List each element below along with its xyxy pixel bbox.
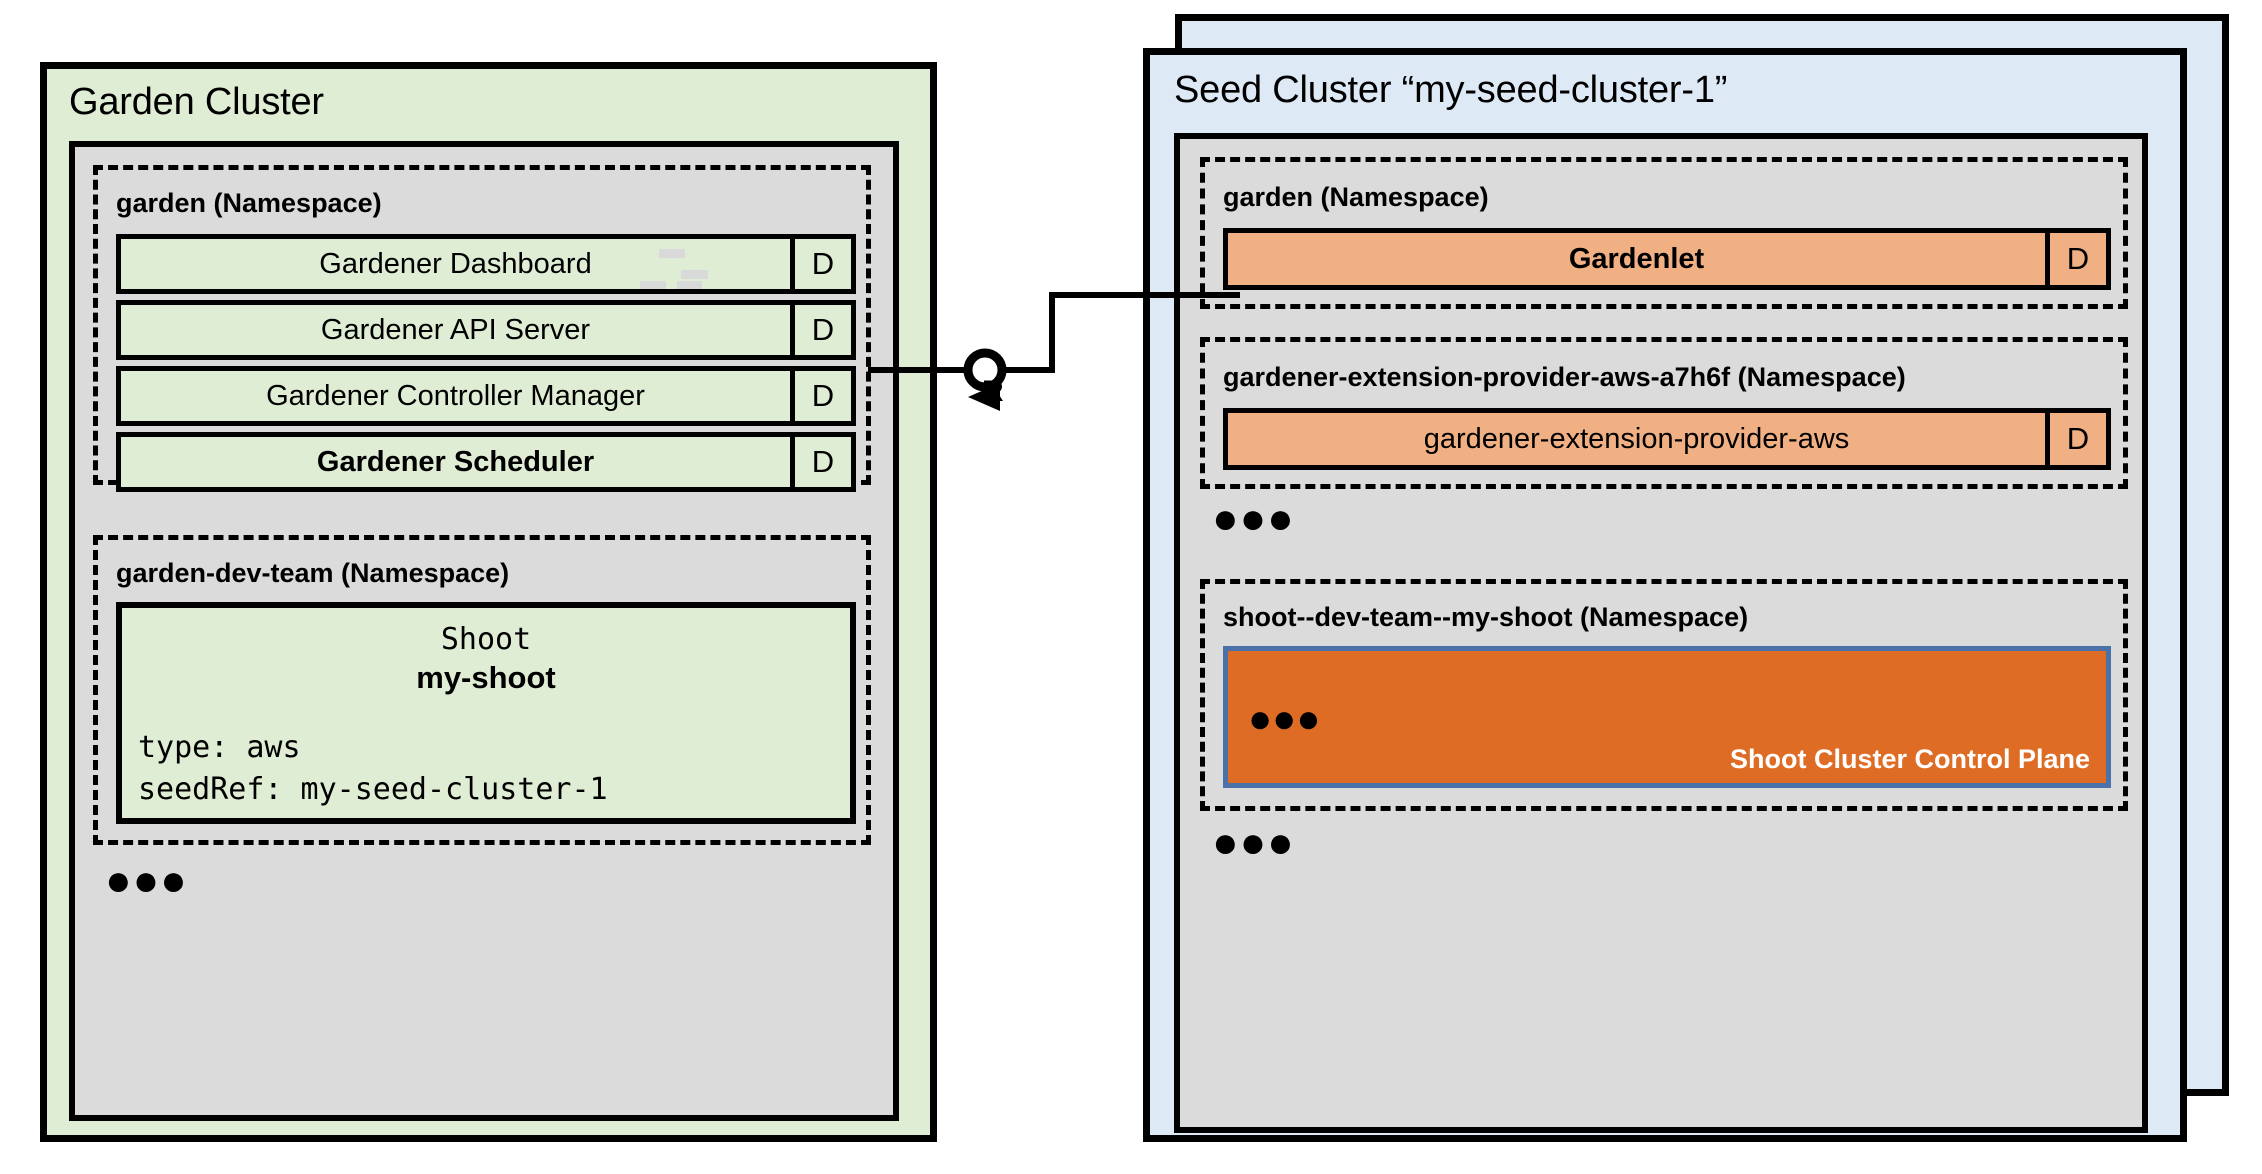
shoot-resource-spec-type: type: aws [138,730,301,765]
garden-cluster-box[interactable]: Garden Cluster garden (Namespace) Garden… [40,62,937,1142]
dashboard-artifact-2 [681,270,708,279]
component-gardenlet-kind-badge: D [2045,233,2106,285]
dashboard-artifact-4 [640,281,666,289]
garden-cluster-title: Garden Cluster [69,81,324,123]
component-gardener-controller-manager-kind-badge: D [790,371,851,421]
shoot-resource-name: my-shoot [416,660,556,695]
seed-ellipsis-middle: ●●● [1212,494,1295,543]
component-gardenlet-label: Gardenlet [1568,242,1705,275]
component-gardener-api-server-label: Gardener API Server [320,313,591,346]
seed-ellipsis-bottom: ●●● [1212,818,1295,867]
shoot-resource-kind: Shoot [440,622,532,657]
component-gardener-scheduler-label: Gardener Scheduler [316,445,595,478]
component-gardenlet[interactable]: Gardenlet D [1223,228,2111,290]
seed-cluster-title: Seed Cluster “my-seed-cluster-1” [1174,69,1728,111]
seed-namespace-garden[interactable]: garden (Namespace) Gardenlet D [1200,157,2128,309]
seed-namespace-garden-title: garden (Namespace) [1223,182,1489,212]
component-gardener-controller-manager-label: Gardener Controller Manager [266,379,645,412]
seed-namespace-extension-provider-aws[interactable]: gardener-extension-provider-aws-a7h6f (N… [1200,337,2128,489]
garden-namespace-dev-team-title: garden-dev-team (Namespace) [116,558,510,588]
control-plane-ellipsis: ●●● [1248,697,1321,741]
connector-label-r: R [982,375,1004,408]
seed-namespace-shoot-title: shoot--dev-team--my-shoot (Namespace) [1223,602,1749,632]
component-gardener-dashboard-label: Gardener Dashboard [121,239,790,289]
component-gardener-api-server-kind-badge: D [790,305,851,355]
dashboard-artifact-3 [677,281,702,289]
shoot-resource-card[interactable]: Shoot my-shoot type: aws seedRef: my-see… [116,602,856,824]
garden-ellipsis-bottom: ●●● [105,856,188,905]
seed-node-area: garden (Namespace) Gardenlet D gardener-… [1174,133,2148,1133]
dashboard-artifact-1 [659,249,685,258]
shoot-resource-spec-seedref: seedRef: my-seed-cluster-1 [138,772,608,807]
garden-namespace-dev-team[interactable]: garden-dev-team (Namespace) Shoot my-sho… [93,535,871,845]
seed-namespace-shoot[interactable]: shoot--dev-team--my-shoot (Namespace) ●●… [1200,579,2128,811]
component-gardener-extension-provider-aws-kind-badge: D [2045,413,2106,465]
shoot-cluster-control-plane[interactable]: ●●● Shoot Cluster Control Plane [1223,646,2111,788]
component-gardener-dashboard[interactable]: Gardener Dashboard D [116,234,856,294]
component-gardener-scheduler-kind-badge: D [790,437,851,487]
control-plane-label: Shoot Cluster Control Plane [1729,744,2090,774]
seed-cluster-box[interactable]: Seed Cluster “my-seed-cluster-1” garden … [1143,48,2187,1142]
component-gardener-dashboard-kind-badge: D [790,239,851,289]
garden-namespace-garden-title: garden (Namespace) [116,188,382,218]
component-gardener-controller-manager[interactable]: Gardener Controller Manager D [116,366,856,426]
component-gardener-extension-provider-aws[interactable]: gardener-extension-provider-aws D [1223,408,2111,470]
seed-namespace-extension-provider-aws-title: gardener-extension-provider-aws-a7h6f (N… [1223,362,1906,392]
component-gardener-scheduler[interactable]: Gardener Scheduler D [116,432,856,492]
garden-namespace-garden[interactable]: garden (Namespace) Gardener Dashboard D … [93,165,871,492]
component-gardener-extension-provider-aws-label: gardener-extension-provider-aws [1423,422,1850,455]
garden-node-area: garden (Namespace) Gardener Dashboard D … [69,141,899,1121]
component-gardener-api-server[interactable]: Gardener API Server D [116,300,856,360]
